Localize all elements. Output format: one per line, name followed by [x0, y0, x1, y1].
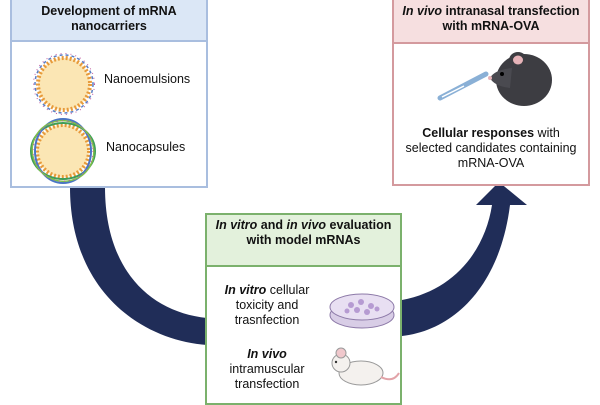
in-vitro-text: In vitro cellular toxicity and trasnfect…	[224, 283, 310, 327]
nanocapsules-label: Nanocapsules	[106, 140, 186, 154]
nanoemulsion-icon	[33, 53, 95, 115]
development-title: Development of mRNA nanocarriers	[12, 0, 206, 42]
mouse-icon	[331, 347, 400, 386]
mouse-pipette-icon	[437, 52, 552, 106]
right-curved-arrow	[402, 182, 527, 336]
left-curved-arrow	[70, 187, 207, 345]
nanoemulsions-label: Nanoemulsions	[104, 72, 191, 86]
in-vivo-intranasal-title: In vivo intranasal transfection with mRN…	[394, 0, 588, 44]
nanocapsule-icon	[30, 118, 96, 184]
in-vivo-intranasal-panel: In vivo intranasal transfection with mRN…	[392, 0, 590, 186]
development-panel: Development of mRNA nanocarriers Nanoemu…	[10, 0, 208, 188]
evaluation-title: In vitro and in vivo evaluation with mod…	[207, 215, 400, 267]
cellular-responses-text: Cellular responses with selected candida…	[405, 126, 577, 170]
evaluation-panel: In vitro and in vivo evaluation with mod…	[205, 213, 402, 405]
petri-dish-icon	[329, 293, 395, 329]
